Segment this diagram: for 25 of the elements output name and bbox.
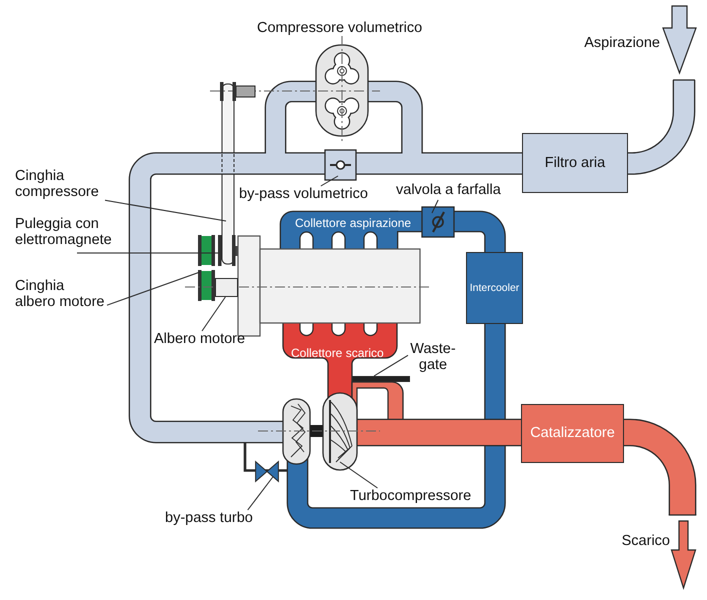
callout-label: Cinghia albero motore <box>15 278 107 312</box>
callout-label: Waste-gate <box>408 341 458 375</box>
air-filter-box: Filtro aria <box>522 133 628 193</box>
callout-label: by-pass volumetrico <box>239 186 371 204</box>
leader-line <box>104 200 226 222</box>
part-label: Collettore scarico <box>291 346 385 360</box>
callout-label: by-pass turbo <box>165 510 259 528</box>
flow-label: Scarico <box>620 532 670 548</box>
leader-line <box>340 462 378 488</box>
callout-label: Puleggia con elettromagnete <box>15 216 115 253</box>
leader-line <box>76 252 218 254</box>
leader-line <box>106 272 200 306</box>
leader-line <box>202 296 226 332</box>
callout-label: Cinghia compressore <box>15 168 105 202</box>
intercooler-box: Intercooler <box>466 252 523 324</box>
catalytic-converter-box: Catalizzatore <box>521 404 624 463</box>
callout-label: valvola a farfalla <box>396 182 504 200</box>
leader-line <box>247 476 274 510</box>
callout-label: Albero motore <box>154 331 254 349</box>
flow-label: Aspirazione <box>583 34 660 50</box>
part-label: Collettore aspirazione <box>295 216 412 230</box>
crankshaft-stub <box>215 278 238 297</box>
valve-symbol <box>255 461 279 482</box>
part-label: Compressore volumetrico <box>257 20 424 36</box>
callout-label: Turbocompressore <box>350 488 475 506</box>
